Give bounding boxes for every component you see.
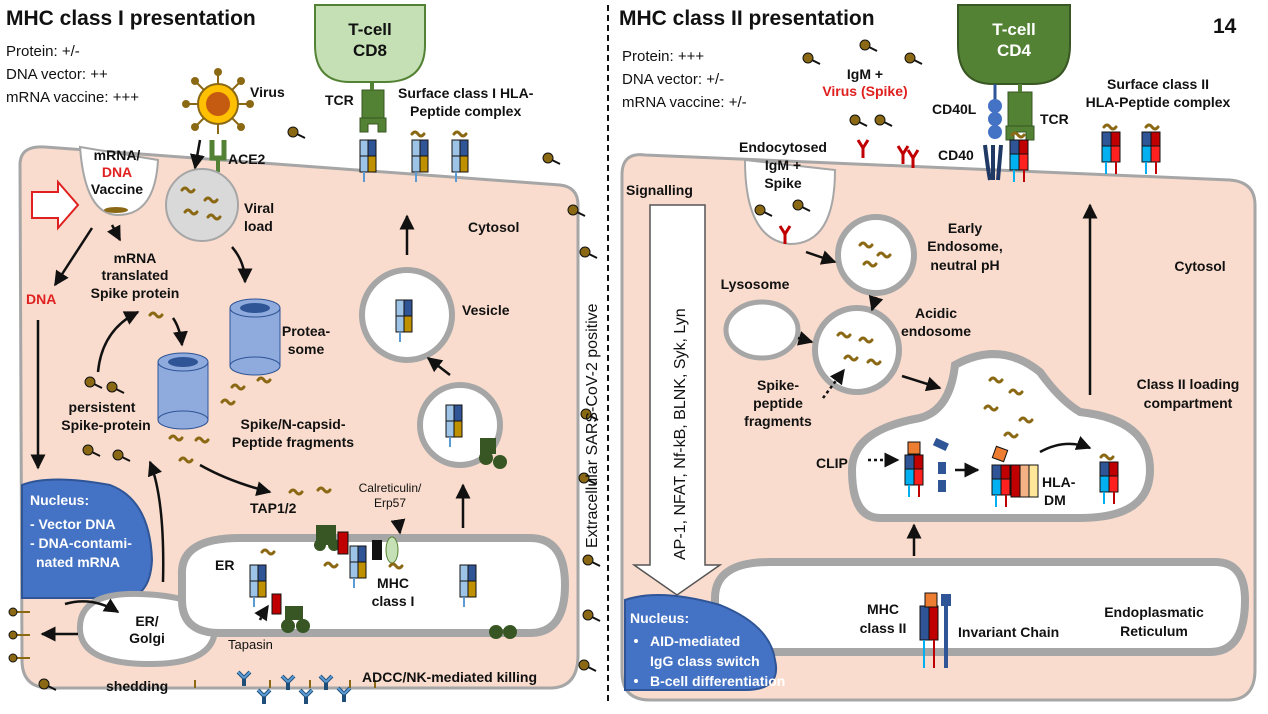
acidic-label-2: endosome [901, 323, 971, 339]
er-golgi-label-2: Golgi [129, 630, 165, 646]
nucleus-right-title: Nucleus: [630, 610, 689, 626]
cd40-label: CD40 [938, 147, 974, 163]
tcell-cd4 [957, 4, 1071, 85]
nucleus-right [624, 594, 778, 691]
spike-peptide-label-1: Spike- [757, 377, 799, 393]
vaccine-label-3: Vaccine [91, 181, 143, 197]
spike-peptide-label-3: fragments [744, 413, 812, 429]
virus-icon [182, 68, 254, 134]
vesicle-label: Vesicle [462, 302, 510, 318]
early-endosome-label-1: Early [948, 220, 982, 236]
class2-loading-compartment [847, 350, 1155, 522]
ace2-label: ACE2 [228, 151, 266, 167]
early-endosome-label-2: Endosome, [927, 238, 1002, 254]
tcr-label-right: TCR [1040, 111, 1069, 127]
cytosol-label-left: Cytosol [468, 219, 519, 235]
signalling-pathways: AP-1, NFAT, Nf-kB, BLNK, Syk, Lyn [672, 308, 689, 560]
endocytosed-label-2: IgM + [765, 157, 801, 173]
page-number: 14 [1213, 15, 1237, 38]
tcell-cd8-label-2: CD8 [353, 41, 387, 60]
class2-loading-label-2: compartment [1144, 395, 1233, 411]
extracellular-label: Extracellular SARS-CoV-2 positive [584, 303, 601, 548]
lysosome-label: Lysosome [721, 276, 790, 292]
spike-peptide-label-2: peptide [753, 395, 803, 411]
tapasin-label: Tapasin [228, 637, 273, 652]
er-label-left: ER [215, 557, 234, 573]
viral-load-label-1: Viral [244, 200, 274, 216]
early-endosome-label-3: neutral pH [930, 257, 999, 273]
nucleus-right-item-2: IgG class switch [650, 653, 760, 669]
signalling-label: Signalling [626, 182, 693, 198]
shedding-label: shedding [106, 678, 168, 694]
fragments-label-1: Spike/N-capsid- [240, 416, 345, 432]
mrna-translated-label-3: Spike protein [91, 285, 180, 301]
mrna-translated-label-2: translated [102, 267, 169, 283]
vaccine-label-1: mRNA/ [94, 147, 141, 163]
hla-dm-label-1: HLA- [1042, 474, 1076, 490]
tcell-cd4-label-1: T-cell [992, 20, 1035, 39]
surface-class1-label-1: Surface class I HLA- [398, 85, 534, 101]
tcell-cd8-label-1: T-cell [348, 20, 391, 39]
mhc1-label-2: class I [372, 593, 415, 609]
proteasome-label-2: some [288, 341, 325, 357]
igm-label: IgM + [847, 66, 883, 82]
fragments-label-2: Peptide fragments [232, 434, 354, 450]
nucleus-left-item-1: - Vector DNA [30, 516, 116, 532]
right-status-mrna: mRNA vaccine: +/- [622, 94, 747, 111]
invariant-chain-label: Invariant Chain [958, 624, 1059, 640]
hla-dm-label-2: DM [1044, 492, 1066, 508]
surface-class1-label-2: Peptide complex [410, 103, 521, 119]
clip-label: CLIP [816, 455, 848, 471]
calreticulin-label-2: Erp57 [374, 496, 406, 510]
mhc1-label-1: MHC [377, 575, 409, 591]
cytosol-label-right: Cytosol [1174, 258, 1225, 274]
adcc-label: ADCC/NK-mediated killing [362, 669, 537, 685]
tcell-cd4-label-2: CD4 [997, 41, 1032, 60]
nucleus-left-item-2: - DNA-contami- [30, 535, 132, 551]
mhc2-label-2: class II [860, 620, 907, 636]
persistent-label-2: Spike-protein [61, 417, 150, 433]
acidic-label-1: Acidic [915, 305, 957, 321]
mrna-translated-label-1: mRNA [114, 250, 157, 266]
signalling-arrow-icon [631, 204, 723, 596]
left-status-protein: Protein: +/- [6, 43, 80, 60]
left-title: MHC class I presentation [6, 7, 256, 30]
er-golgi-label-1: ER/ [135, 613, 158, 629]
calreticulin-label-1: Calreticulin/ [359, 481, 422, 495]
proteasome-icon [229, 298, 281, 376]
left-status-dna: DNA vector: ++ [6, 66, 108, 83]
er-right-label-1: Endoplasmatic [1104, 604, 1204, 620]
endocytosed-label-3: Spike [764, 175, 802, 191]
tcell-cd8 [314, 4, 426, 83]
surface-class2-label-2: HLA-Peptide complex [1086, 94, 1231, 110]
nucleus-left-item-3: nated mRNA [36, 554, 120, 570]
nucleus-right-item-1: AID-mediated [650, 633, 740, 649]
right-status-dna: DNA vector: +/- [622, 71, 724, 88]
nucleus-right-item-3: B-cell differentiation [650, 673, 785, 689]
cd40l-label: CD40L [932, 101, 977, 117]
left-status-mrna: mRNA vaccine: +++ [6, 89, 139, 106]
viral-load-label-2: load [244, 218, 273, 234]
dna-label: DNA [26, 291, 56, 307]
vaccine-label-2: DNA [102, 164, 132, 180]
persistent-label-1: persistent [69, 399, 136, 415]
proteasome-label-1: Protea- [282, 323, 331, 339]
virus-label: Virus [250, 84, 285, 100]
mhc2-label-1: MHC [867, 601, 899, 617]
nucleus-left-title: Nucleus: [30, 492, 89, 508]
tap-label: TAP1/2 [250, 500, 297, 516]
right-title: MHC class II presentation [619, 7, 875, 30]
right-status-protein: Protein: +++ [622, 48, 704, 65]
surface-class2-label-1: Surface class II [1107, 76, 1209, 92]
class2-loading-label-1: Class II loading [1137, 376, 1240, 392]
vaccine-entry-arrow-icon [31, 179, 80, 231]
endocytosed-label-1: Endocytosed [739, 139, 827, 155]
proteasome-icon [157, 352, 209, 430]
tcr-label-left: TCR [325, 92, 354, 108]
er-right-label-2: Reticulum [1120, 623, 1188, 639]
virus-spike-label: Virus (Spike) [822, 83, 907, 99]
